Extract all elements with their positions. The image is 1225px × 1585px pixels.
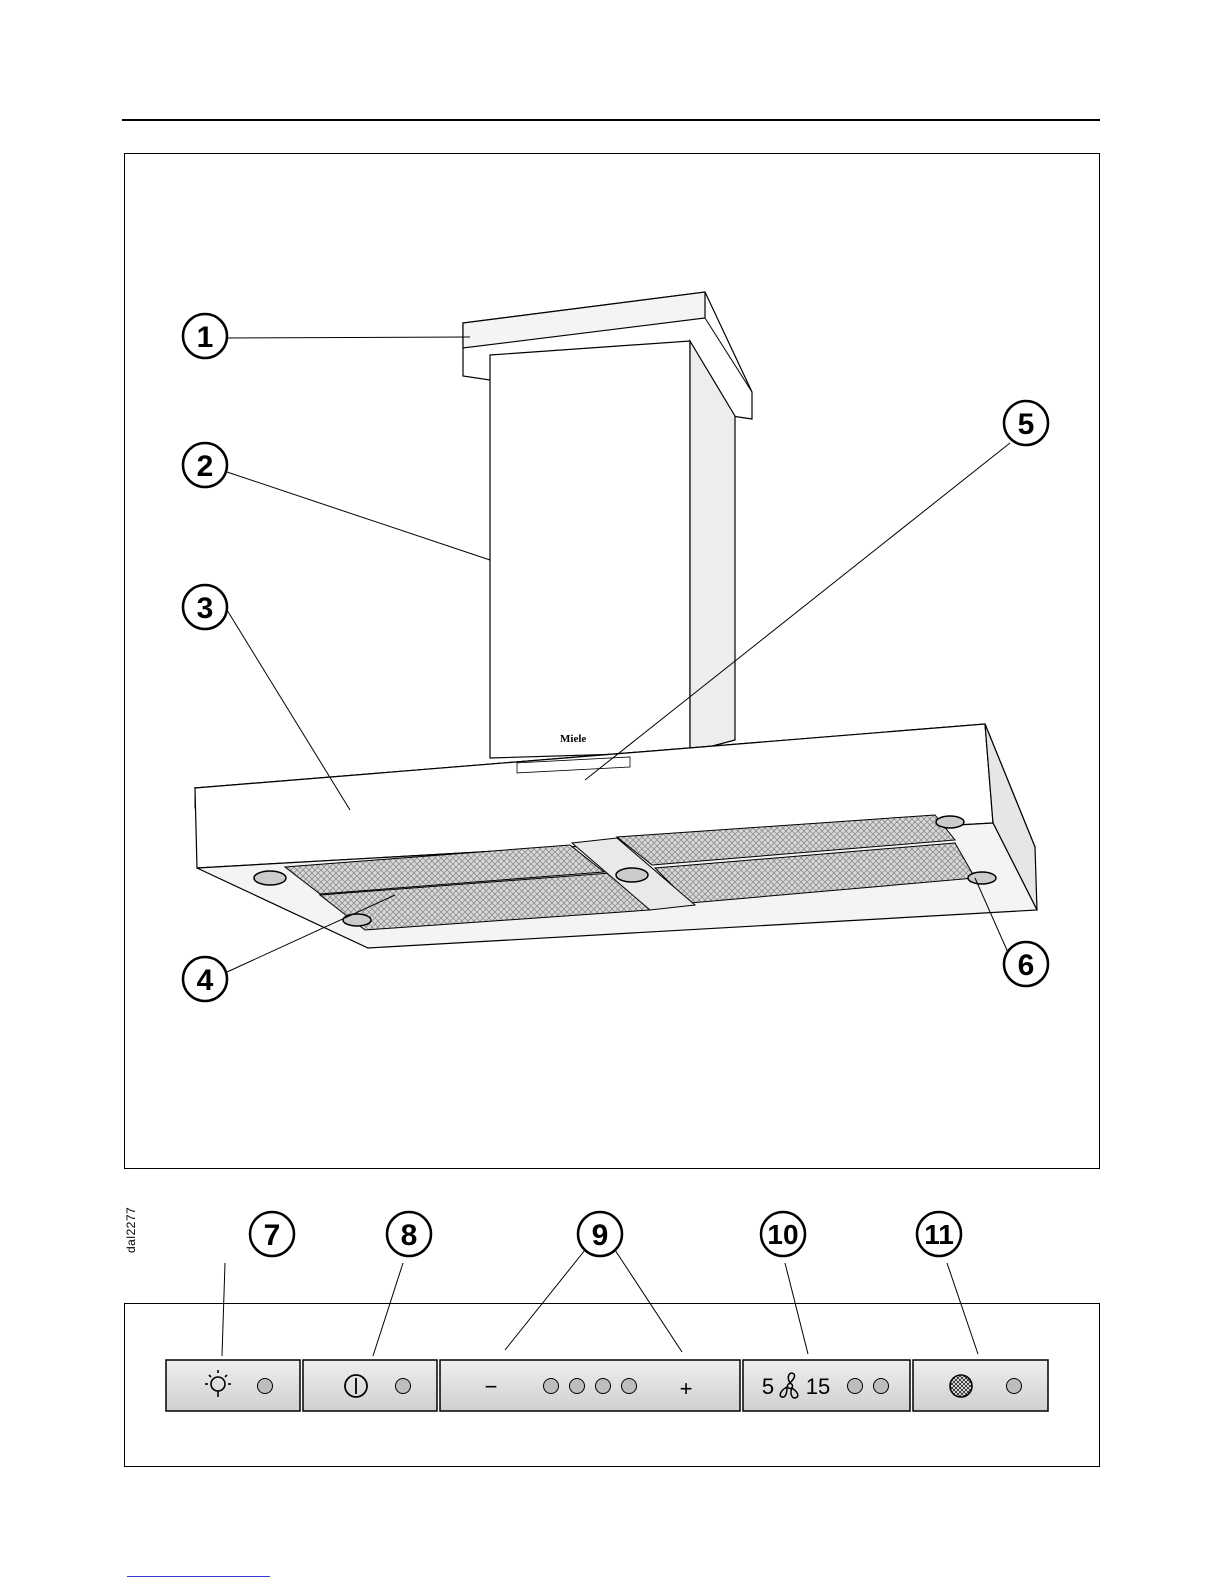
callout-11: 11 <box>917 1212 961 1256</box>
timer-15-label: 15 <box>806 1374 830 1399</box>
power-button[interactable] <box>303 1360 437 1411</box>
filter-button[interactable] <box>913 1360 1048 1411</box>
fan-power-buttons[interactable]: − + <box>440 1360 740 1411</box>
callout-6: 6 <box>1004 942 1048 986</box>
svg-text:7: 7 <box>264 1219 281 1252</box>
fan-minus-button[interactable]: − <box>485 1374 498 1399</box>
svg-text:1: 1 <box>197 321 214 354</box>
callout-3: 3 <box>183 585 227 629</box>
svg-text:2: 2 <box>197 450 214 483</box>
callout-7: 7 <box>250 1212 294 1256</box>
svg-text:5: 5 <box>1018 408 1035 441</box>
timer-15-indicator <box>874 1379 889 1394</box>
timer-5-label: 5 <box>762 1374 774 1399</box>
fan-level-3-indicator <box>596 1379 611 1394</box>
fan-level-2-indicator <box>570 1379 585 1394</box>
light-button[interactable] <box>166 1360 300 1411</box>
svg-text:3: 3 <box>197 592 214 625</box>
fan-level-4-indicator <box>622 1379 637 1394</box>
callout-1: 1 <box>183 314 227 358</box>
fan-plus-button[interactable]: + <box>680 1376 693 1401</box>
timer-button[interactable]: 5 15 <box>743 1360 910 1411</box>
grease-filter-icon <box>950 1375 972 1397</box>
callout-10: 10 <box>761 1212 805 1256</box>
brand-logo: Miele <box>560 733 586 745</box>
timer-5-indicator <box>848 1379 863 1394</box>
svg-text:11: 11 <box>924 1219 954 1250</box>
svg-text:10: 10 <box>767 1219 798 1250</box>
chimney-duct <box>490 341 735 758</box>
fan-level-1-indicator <box>544 1379 559 1394</box>
svg-text:4: 4 <box>197 964 214 997</box>
callout-2: 2 <box>183 443 227 487</box>
callout-4: 4 <box>183 957 227 1001</box>
power-indicator <box>396 1379 411 1394</box>
light-indicator <box>258 1379 273 1394</box>
svg-text:6: 6 <box>1018 949 1035 982</box>
callout-5: 5 <box>1004 401 1048 445</box>
callout-8: 8 <box>387 1212 431 1256</box>
filter-indicator <box>1007 1379 1022 1394</box>
callout-9: 9 <box>578 1212 622 1256</box>
svg-text:8: 8 <box>401 1219 418 1252</box>
svg-text:9: 9 <box>592 1219 609 1252</box>
